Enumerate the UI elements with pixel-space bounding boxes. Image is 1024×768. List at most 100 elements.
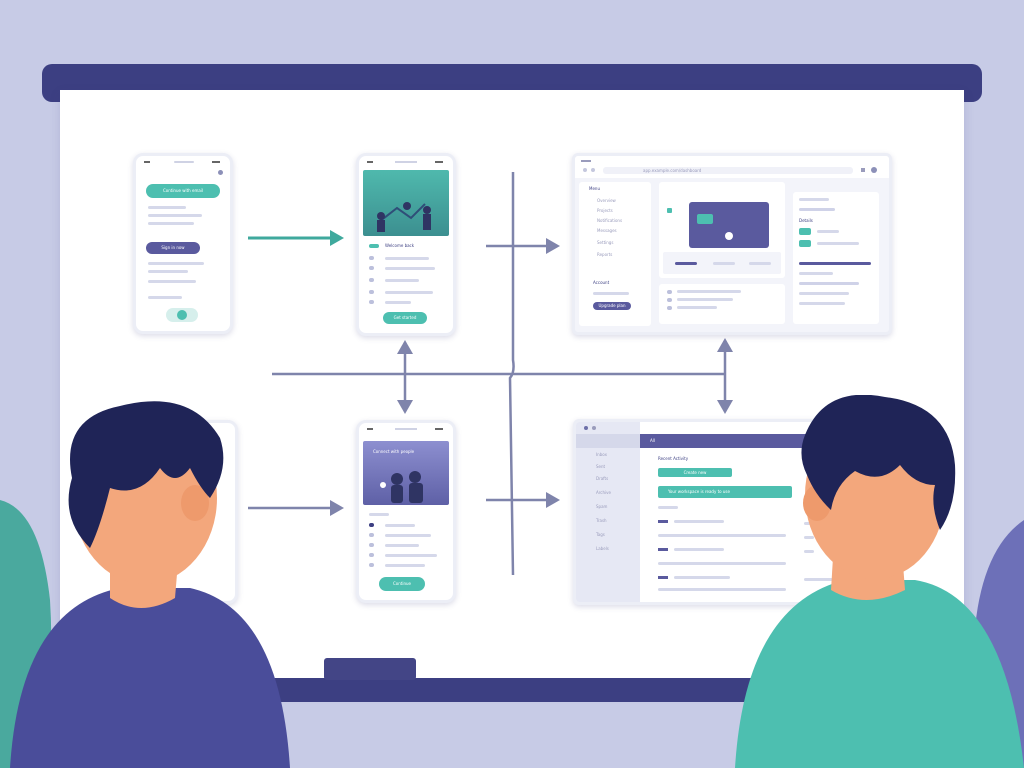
forward-icon[interactable] — [591, 168, 595, 172]
inbox-tab[interactable]: All — [650, 438, 655, 443]
sidebar-item-notifications[interactable]: Notifications — [597, 218, 623, 223]
sidebar-item-tags[interactable]: Tags — [596, 532, 605, 537]
inbox-sidebar: Inbox Sent Drafts Archive Spam Trash Tag… — [576, 422, 640, 602]
hero-illustration: Connect with people — [363, 441, 449, 505]
arrow-right-icon — [486, 238, 560, 254]
sidebar-item-messages[interactable]: Messages — [597, 228, 617, 233]
toggle-icon[interactable] — [799, 240, 811, 247]
details-title: Details — [799, 218, 813, 223]
text-line — [148, 222, 194, 225]
list-item — [385, 544, 419, 547]
table-row[interactable] — [674, 548, 724, 551]
address-bar-text: app.example.com/dashboard — [643, 168, 702, 173]
table-row[interactable] — [674, 576, 730, 579]
upgrade-button[interactable]: Upgrade plan — [593, 302, 631, 310]
sign-in-button-label: Sign in now — [161, 245, 185, 250]
list-item — [385, 564, 425, 567]
text-line — [804, 536, 814, 539]
text-line — [804, 550, 814, 553]
table-row[interactable] — [674, 520, 724, 523]
workspace-banner: Your workspace is ready to use — [658, 486, 792, 498]
hero-illustration — [363, 170, 449, 236]
window-control-icon[interactable] — [584, 426, 588, 430]
toggle-icon[interactable] — [799, 228, 811, 235]
sidebar-item-trash[interactable]: Trash — [596, 518, 607, 523]
profile-header: Connect with people — [373, 449, 415, 454]
sidebar-item-drafts[interactable]: Drafts — [596, 476, 609, 481]
text-line — [148, 280, 196, 283]
sidebar-item-settings[interactable]: Settings — [597, 240, 614, 245]
illustration-screen — [689, 202, 769, 248]
sidebar: Menu Overview Projects Notifications Mes… — [579, 182, 651, 326]
list-item — [385, 267, 435, 270]
text-line — [148, 206, 186, 209]
sidebar-item-spam[interactable]: Spam — [596, 504, 608, 509]
email-login-button-label: Continue with email — [162, 188, 204, 193]
workspace-banner-text: Your workspace is ready to use — [668, 489, 730, 494]
avatar-icon — [725, 232, 733, 240]
list-item — [385, 257, 429, 260]
list-bullet-icon — [667, 290, 672, 294]
list-bullet-icon — [369, 266, 374, 270]
phone-notch — [395, 428, 417, 430]
hero-tabs — [663, 252, 781, 274]
battery-icon — [435, 161, 443, 163]
list-icon — [369, 244, 379, 248]
text-line — [369, 513, 389, 516]
person-right-illustration — [735, 395, 1024, 768]
text-line — [148, 296, 182, 299]
tab[interactable] — [749, 262, 771, 265]
hero-card — [659, 182, 785, 278]
list-item — [677, 290, 741, 293]
text-line — [799, 272, 833, 275]
fingerprint-button[interactable] — [166, 308, 198, 322]
menu-icon[interactable] — [861, 168, 865, 172]
list-card — [659, 284, 785, 324]
vertical-divider-line — [508, 172, 515, 576]
sidebar-item-archive[interactable]: Archive — [596, 490, 611, 495]
phone-login-screen: Continue with email Sign in now — [133, 153, 233, 334]
divider — [799, 262, 871, 265]
window-control-icon[interactable] — [592, 426, 596, 430]
sidebar-section-title: Account — [593, 280, 610, 285]
details-panel: Details — [793, 192, 879, 324]
sidebar-item-overview[interactable]: Overview — [597, 198, 616, 203]
phone-profile-screen: Connect with people Continue — [356, 420, 456, 603]
status-bar-time — [144, 161, 150, 163]
table-row[interactable] — [658, 562, 786, 565]
create-new-button-label: Create new — [683, 470, 707, 475]
get-started-button[interactable]: Get started — [383, 312, 427, 324]
sidebar-item-labels[interactable]: Labels — [596, 546, 609, 551]
tab[interactable] — [713, 262, 735, 265]
text-line — [804, 522, 814, 525]
tab-active[interactable] — [675, 262, 697, 265]
text-line — [148, 214, 202, 217]
text-line — [799, 292, 849, 295]
list-bullet-icon — [667, 306, 672, 310]
text-line — [817, 230, 839, 233]
create-new-button[interactable]: Create new — [658, 468, 732, 477]
arrow-right-icon — [248, 230, 344, 246]
arrow-up-down-icon — [397, 340, 413, 414]
list-item — [385, 534, 431, 537]
sidebar-item-projects[interactable]: Projects — [597, 208, 613, 213]
list-item — [677, 306, 717, 309]
sparkle-icon — [667, 208, 672, 213]
address-bar[interactable]: app.example.com/dashboard — [603, 167, 853, 174]
sidebar-item-reports[interactable]: Reports — [597, 252, 613, 257]
email-login-button[interactable]: Continue with email — [146, 184, 220, 198]
table-row[interactable] — [658, 534, 786, 537]
back-icon[interactable] — [583, 168, 587, 172]
table-row[interactable] — [658, 588, 786, 591]
sign-in-button[interactable]: Sign in now — [146, 242, 200, 254]
sidebar-item-sent[interactable]: Sent — [596, 464, 606, 469]
avatar[interactable] — [871, 167, 877, 173]
get-started-button-label: Get started — [393, 315, 417, 320]
text-line — [658, 506, 678, 509]
continue-button[interactable]: Continue — [379, 577, 425, 591]
sidebar-item-inbox[interactable]: Inbox — [596, 452, 607, 457]
list-item — [385, 554, 437, 557]
chat-bubble-icon — [697, 214, 713, 224]
text-line — [799, 198, 829, 201]
